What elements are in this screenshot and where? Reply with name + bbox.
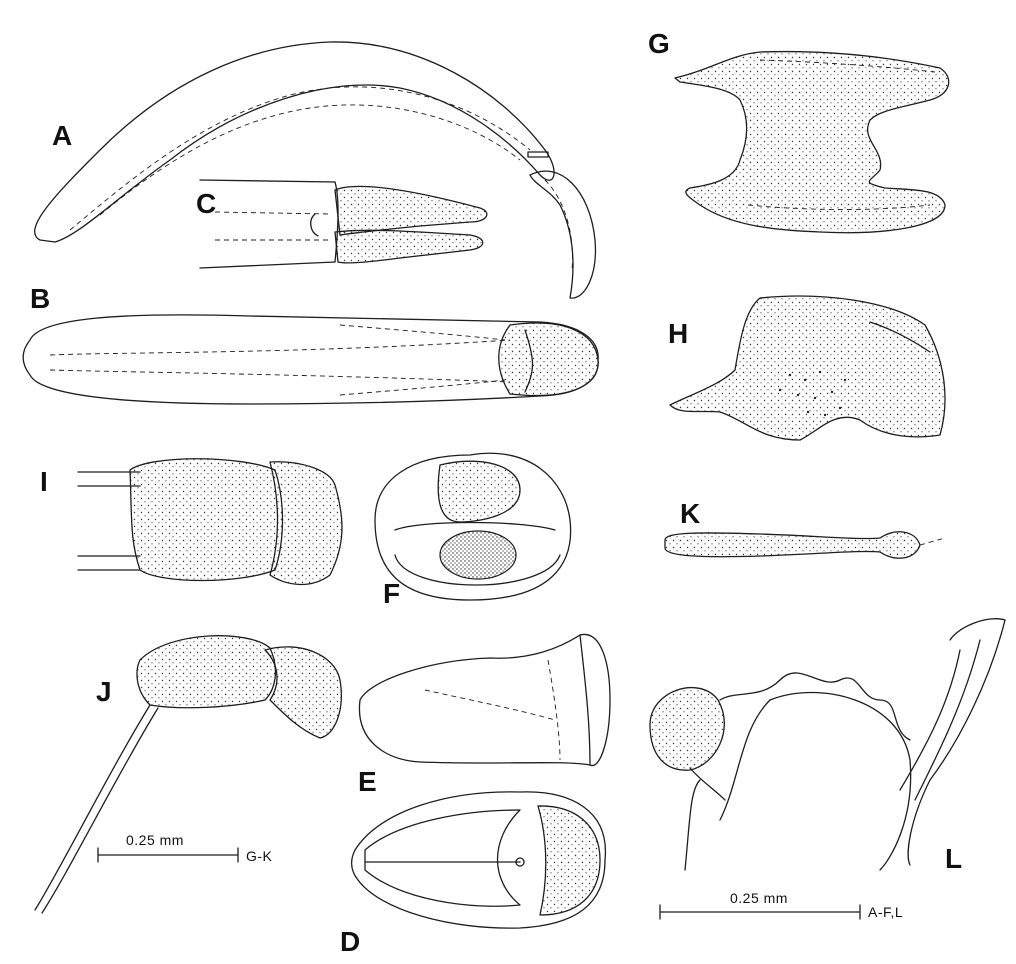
drawing-j bbox=[34, 635, 342, 914]
label-d: D bbox=[340, 926, 361, 957]
drawing-f bbox=[374, 452, 572, 601]
label-g: G bbox=[648, 28, 670, 59]
drawing-c bbox=[199, 179, 488, 269]
scale-right-range: A-F,L bbox=[868, 904, 904, 920]
scale-left-range: G-K bbox=[246, 848, 273, 864]
label-e: E bbox=[358, 766, 377, 797]
drawing-e bbox=[358, 633, 611, 767]
label-c: C bbox=[196, 188, 217, 219]
scale-right-value: 0.25 mm bbox=[730, 890, 788, 906]
drawing-h bbox=[669, 295, 946, 441]
scale-bar-left bbox=[97, 847, 239, 863]
drawing-l bbox=[649, 618, 1006, 871]
drawing-d bbox=[350, 791, 607, 929]
scale-bar-right bbox=[659, 904, 861, 920]
label-f: F bbox=[383, 578, 401, 609]
drawing-a bbox=[34, 41, 597, 299]
label-k: K bbox=[680, 498, 701, 529]
drawing-i bbox=[77, 458, 343, 586]
label-a: A bbox=[52, 120, 73, 151]
label-l: L bbox=[945, 843, 963, 874]
drawing-g bbox=[674, 50, 950, 234]
drawing-k bbox=[664, 531, 946, 559]
label-h: H bbox=[668, 318, 689, 349]
label-i: I bbox=[40, 466, 48, 497]
scale-left-value: 0.25 mm bbox=[126, 832, 184, 848]
drawing-b bbox=[22, 314, 599, 405]
label-b: B bbox=[30, 283, 51, 314]
label-j: J bbox=[96, 676, 112, 707]
